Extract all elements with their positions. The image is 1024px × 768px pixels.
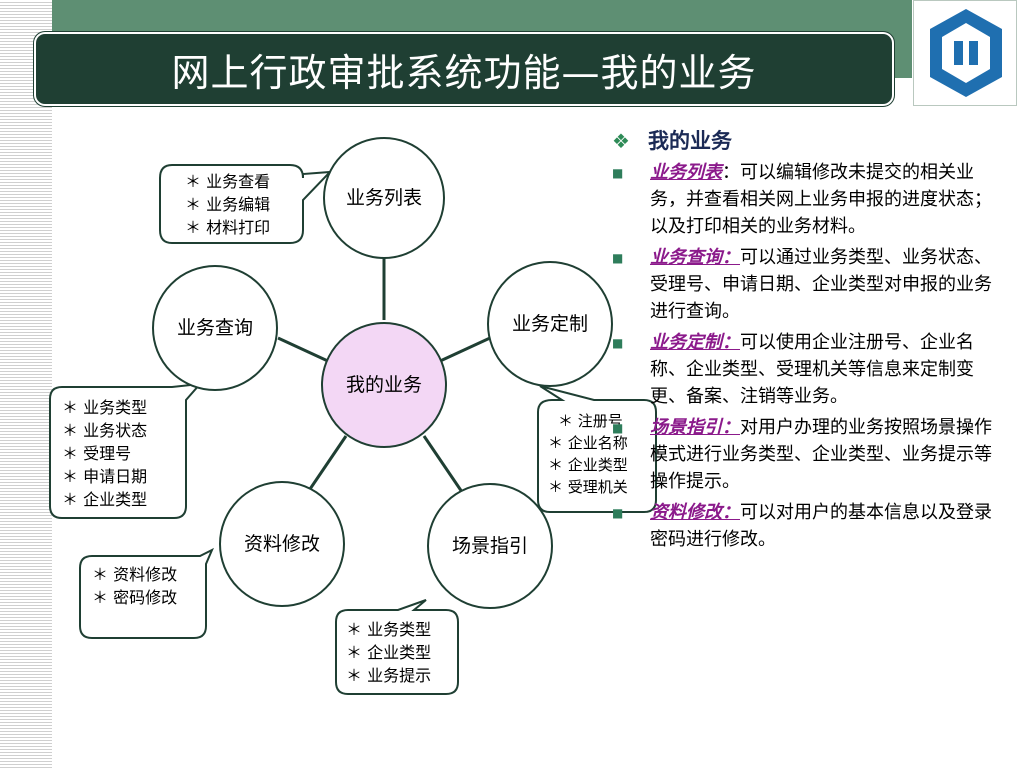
callout-scene-line: ＊ 业务提示	[346, 666, 432, 685]
page-title: 网上行政审批系统功能—我的业务	[171, 50, 757, 95]
callout-query-line: ＊ 受理号	[62, 444, 132, 463]
callout-custom-line: ＊ 受理机关	[548, 478, 628, 496]
node-query	[152, 265, 278, 391]
callout-modify-line: ＊ 资料修改	[92, 565, 178, 584]
callout-scene-line: ＊ 企业类型	[346, 643, 432, 662]
panel-item-keyword: 业务查询：	[650, 247, 740, 268]
callout-custom-line: ＊ 注册号	[558, 412, 623, 430]
callout-list-line: ＊ 业务编辑	[185, 195, 271, 214]
callout-custom-text: ＊ 注册号 ＊ 企业名称 ＊ 企业类型 ＊ 受理机关	[548, 410, 628, 498]
four-diamond-icon: ❖	[612, 129, 630, 153]
callout-query-text: ＊ 业务类型 ＊ 业务状态 ＊ 受理号 ＊ 申请日期 ＊ 企业类型	[62, 396, 147, 511]
callout-custom-line: ＊ 企业名称	[548, 434, 628, 452]
panel-item: ■ 业务定制：可以使用企业注册号、企业名称、企业类型、受理机关等信息来定制变更、…	[612, 329, 1004, 410]
node-scene-label: 场景指引	[451, 535, 528, 557]
panel-item-text: 对用户办理的业务按照场景操作模式进行业务类型、企业类型、业务提示等操作提示。	[650, 417, 992, 492]
panel-item: ■ 资料修改：可以对用户的基本信息以及登录密码进行修改。	[612, 499, 1004, 553]
callout-scene-line: ＊ 业务类型	[346, 620, 432, 639]
node-query-label: 业务查询	[176, 317, 253, 339]
callout-query-line: ＊ 企业类型	[62, 490, 148, 509]
connector-query	[277, 336, 331, 364]
square-bullet-icon: ■	[612, 421, 624, 435]
background-stripes	[0, 0, 52, 768]
description-panel: ❖ 我的业务 ■ 业务列表：可以编辑修改未提交的相关业务，并查看相关网上业务申报…	[612, 128, 1004, 557]
panel-item-text: 可以对用户的基本信息以及登录密码进行修改。	[650, 502, 992, 550]
panel-item-text: 可以编辑修改未提交的相关业务，并查看相关网上业务申报的进度状态；以及打印相关的业…	[650, 162, 992, 237]
panel-item-text: 可以通过业务类型、业务状态、受理号、申请日期、企业类型对申报的业务进行查询。	[650, 247, 992, 322]
page-title-bar: 网上行政审批系统功能—我的业务	[36, 34, 892, 104]
node-list-label: 业务列表	[345, 187, 422, 209]
square-bullet-icon: ■	[612, 251, 624, 265]
callout-modify-line: ＊ 密码修改	[92, 588, 178, 607]
callout-scene-text: ＊ 业务类型 ＊ 企业类型 ＊ 业务提示	[346, 618, 431, 687]
panel-heading-row: ❖ 我的业务	[612, 128, 1004, 155]
square-bullet-icon: ■	[612, 506, 624, 520]
panel-item-keyword: 业务列表	[650, 162, 722, 183]
node-custom	[487, 261, 613, 387]
panel-heading: 我的业务	[648, 129, 732, 153]
panel-item-keyword: 场景指引：	[650, 417, 740, 438]
square-bullet-icon: ■	[612, 166, 624, 180]
callout-query-line: ＊ 申请日期	[62, 467, 148, 486]
node-scene	[427, 483, 553, 609]
callout-query	[49, 382, 203, 519]
callout-list-line: ＊ 业务查看	[185, 172, 271, 191]
callout-scene	[335, 599, 459, 695]
callout-query-line: ＊ 业务状态	[62, 421, 148, 440]
panel-item: ■ 场景指引：对用户办理的业务按照场景操作模式进行业务类型、企业类型、业务提示等…	[612, 414, 1004, 495]
panel-item-keyword: 资料修改：	[650, 502, 740, 523]
callout-custom	[537, 385, 657, 513]
node-custom-label: 业务定制	[511, 313, 588, 335]
callout-query-line: ＊ 业务类型	[62, 398, 148, 417]
node-modify-label: 资料修改	[243, 533, 320, 555]
panel-item-keyword: 业务定制：	[650, 332, 740, 353]
callout-list-line: ＊ 材料打印	[185, 218, 271, 237]
panel-item: ■ 业务列表：可以编辑修改未提交的相关业务，并查看相关网上业务申报的进度状态；以…	[612, 159, 1004, 240]
node-list	[323, 137, 445, 259]
callout-custom-line: ＊ 企业类型	[548, 456, 628, 474]
callout-modify-text: ＊ 资料修改 ＊ 密码修改	[92, 563, 177, 609]
connector-custom	[437, 336, 491, 364]
connector-modify	[306, 435, 348, 493]
node-center-label: 我的业务	[345, 374, 422, 396]
callout-list	[159, 164, 333, 244]
panel-item-text: 可以使用企业注册号、企业名称、企业类型、受理机关等信息来定制变更、备案、注销等业…	[650, 332, 974, 407]
panel-item-sep: ：	[722, 162, 740, 183]
callout-list-text: ＊ 业务查看 ＊ 业务编辑 ＊ 材料打印	[185, 170, 270, 239]
node-center	[321, 322, 447, 448]
company-logo	[913, 0, 1017, 106]
node-modify	[219, 481, 345, 607]
connector-scene	[422, 435, 464, 493]
callout-modify	[79, 547, 214, 639]
square-bullet-icon: ■	[612, 336, 624, 350]
panel-item: ■ 业务查询：可以通过业务类型、业务状态、受理号、申请日期、企业类型对申报的业务…	[612, 244, 1004, 325]
